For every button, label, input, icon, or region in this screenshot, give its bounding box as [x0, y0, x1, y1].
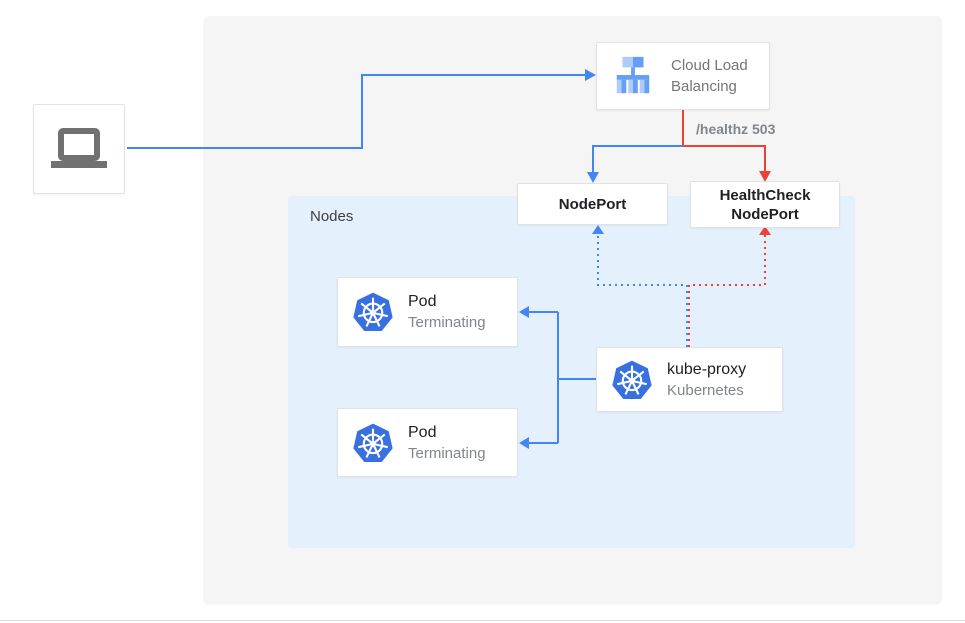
cloud-load-balancing-box: Cloud Load Balancing [596, 42, 770, 110]
kube-proxy-box: kube-proxy Kubernetes [596, 347, 783, 412]
nodes-group-label: Nodes [310, 208, 354, 225]
healthcheck-nodeport-label: HealthCheck NodePort [719, 186, 811, 223]
kube-proxy-text: kube-proxy Kubernetes [667, 361, 746, 399]
pod-title: Pod [408, 293, 437, 310]
pod-status: Terminating [408, 444, 486, 462]
healthz-503-label: /healthz 503 [696, 121, 776, 137]
pod-text: Pod Terminating [408, 293, 486, 331]
pod-status: Terminating [408, 314, 486, 331]
kubernetes-icon [612, 360, 652, 399]
window-bottom-border [0, 620, 965, 621]
kube-proxy-title: kube-proxy [667, 360, 747, 378]
laptop-icon [51, 128, 107, 168]
pod-text: Pod Terminating [408, 424, 486, 462]
nodeport-box: NodePort [517, 183, 668, 225]
pod-box-1: Pod Terminating [337, 277, 518, 347]
pod-box-2: Pod Terminating [337, 408, 518, 477]
pod-title: Pod [408, 423, 437, 441]
client-box [33, 104, 125, 194]
cloud-load-balancing-label: Cloud Load Balancing [671, 57, 748, 95]
cloud-load-balancing-icon [616, 56, 650, 94]
kubernetes-icon [353, 292, 393, 332]
nodeport-label: NodePort [558, 195, 627, 213]
healthcheck-nodeport-box: HealthCheck NodePort [690, 181, 840, 228]
kubernetes-icon [353, 423, 393, 462]
kube-proxy-subtitle: Kubernetes [667, 381, 744, 399]
